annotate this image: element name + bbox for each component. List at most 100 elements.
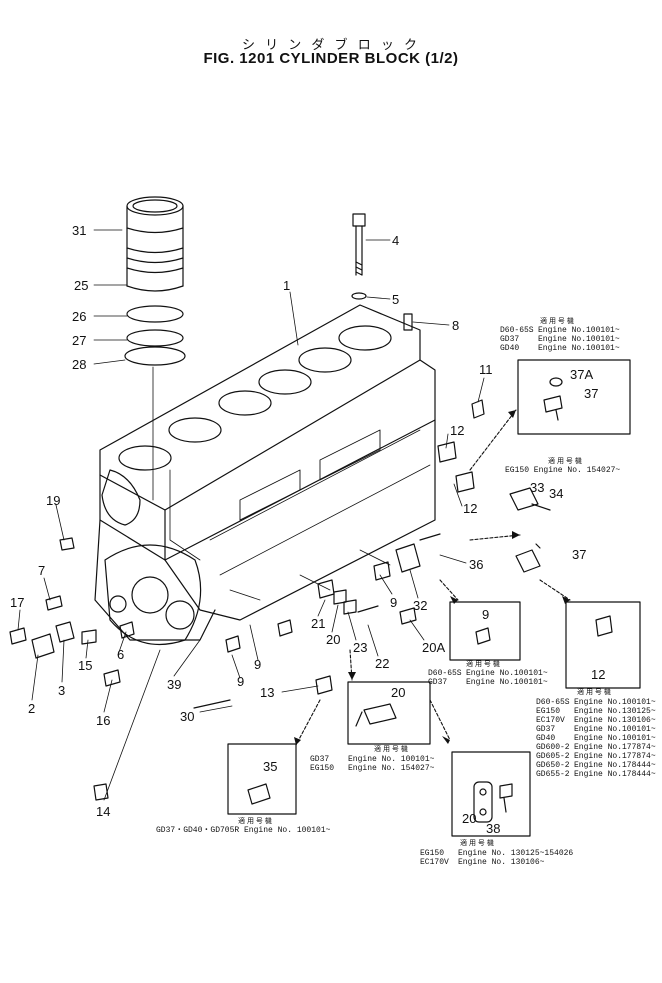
engine-serial: Engine No.130125~ bbox=[574, 707, 656, 716]
callout-label: 39 bbox=[167, 677, 182, 692]
engine-serial: Engine No. 130106~ bbox=[458, 858, 545, 867]
model-name: GD37 bbox=[536, 725, 556, 734]
engine-serial: Engine No.100101~ bbox=[538, 335, 620, 344]
box-38-label-38: 38 bbox=[486, 821, 501, 836]
callout-label: 30 bbox=[180, 709, 195, 724]
arrow-leaders bbox=[295, 409, 571, 746]
engine-serial: Engine No. 100101~ bbox=[348, 755, 435, 764]
model-name: GD650-2 bbox=[536, 761, 570, 770]
applicability-row: GD605-2 Engine No.177874~ bbox=[536, 752, 656, 761]
applicability-row: D60-65S Engine No.100101~ bbox=[428, 669, 548, 678]
callout-label: 13 bbox=[260, 685, 275, 700]
eg150-group-applicability: EG150 Engine No. 154027~ bbox=[505, 466, 621, 475]
engine-serial: Engine No.178444~ bbox=[574, 761, 656, 770]
applicability-row: EC170V Engine No.130106~ bbox=[536, 716, 656, 725]
model-name: GD600-2 bbox=[536, 743, 570, 752]
callout-34: 34 bbox=[549, 486, 564, 501]
arrow-heads bbox=[294, 410, 570, 745]
model-name: D60-65S bbox=[428, 669, 462, 678]
cylinder-block bbox=[94, 304, 436, 646]
callout-label: 11 bbox=[479, 362, 493, 377]
engine-serial: Engine No.100101~ bbox=[466, 678, 548, 687]
box-35-applicability: GD37・GD40・GD705R Engine No. 100101~ bbox=[156, 826, 331, 835]
head-bolt-group bbox=[351, 213, 485, 419]
engine-serial: Engine No.177874~ bbox=[574, 743, 656, 752]
engine-serial: Engine No.100101~ bbox=[466, 669, 548, 678]
callout-label: 12 bbox=[450, 423, 465, 438]
box-9-applicability: D60-65S Engine No.100101~ GD37 Engine No.1… bbox=[428, 669, 548, 687]
box-20-header: 適 用 号 機 bbox=[374, 746, 408, 753]
detail-box-37 bbox=[517, 359, 631, 435]
callout-37: 37 bbox=[584, 386, 599, 401]
callout-label: 25 bbox=[74, 278, 89, 293]
model-name: D60-65S bbox=[500, 326, 534, 335]
callout-33: 33 bbox=[530, 480, 545, 495]
engine-serial: Engine No. 130125~154026 bbox=[458, 849, 574, 858]
callout-label: 9 bbox=[390, 595, 398, 610]
callout-label: 36 bbox=[469, 557, 484, 572]
callout-label: 31 bbox=[72, 223, 87, 238]
detail-box-38 bbox=[451, 751, 531, 837]
eg150-group-header: 適 用 号 機 bbox=[548, 458, 582, 465]
callout-label: 23 bbox=[353, 640, 368, 655]
callout-label: 32 bbox=[413, 598, 428, 613]
callout-label: 28 bbox=[72, 357, 87, 372]
callout-label: 19 bbox=[46, 493, 61, 508]
callout-label: 1 bbox=[283, 278, 291, 293]
callout-label: 3 bbox=[58, 683, 66, 698]
model-name: GD37 bbox=[428, 678, 448, 687]
engine-serial: Engine No.130106~ bbox=[574, 716, 656, 725]
box-38-label-20: 20 bbox=[462, 811, 477, 826]
callout-label: 6 bbox=[117, 647, 125, 662]
model-name: GD40 bbox=[500, 344, 520, 353]
detail-box-9 bbox=[449, 601, 521, 661]
model-name: EC170V bbox=[536, 716, 565, 725]
callout-label: 5 bbox=[392, 292, 400, 307]
callout-label: 21 bbox=[311, 616, 326, 631]
engine-serial: Engine No. 154027~ bbox=[348, 764, 435, 773]
callout-label: 22 bbox=[375, 656, 390, 671]
detail-box-35 bbox=[227, 743, 297, 815]
box-35-header: 適 用 号 機 bbox=[238, 818, 272, 825]
model-name: GD605-2 bbox=[536, 752, 570, 761]
model-name: D60-65S bbox=[536, 698, 570, 707]
applicability-row: GD655-2 Engine No.178444~ bbox=[536, 770, 656, 779]
cylinder-bores bbox=[118, 325, 392, 471]
engine-serial: Engine No.177874~ bbox=[574, 752, 656, 761]
cylinder-liner bbox=[124, 196, 186, 421]
applicability-row: GD40 Engine No.100101~ bbox=[536, 734, 656, 743]
engine-serial: Engine No.178444~ bbox=[574, 770, 656, 779]
box-12-header: 適 用 号 機 bbox=[577, 689, 611, 696]
engine-serial: Engine No.100101~ bbox=[574, 734, 656, 743]
callout-label: 12 bbox=[463, 501, 478, 516]
callout-label: 20 bbox=[326, 632, 341, 647]
callout-label: 17 bbox=[10, 595, 25, 610]
engine-serial: Engine No.100101~ bbox=[574, 725, 656, 734]
applicability-row: GD650-2 Engine No.178444~ bbox=[536, 761, 656, 770]
callout-label: 15 bbox=[78, 658, 93, 673]
model-name: GD40 bbox=[536, 734, 556, 743]
applicability-row: GD37 Engine No.100101~ bbox=[536, 725, 656, 734]
engine-serial: Engine No.100101~ bbox=[574, 698, 656, 707]
figure-title: FIG. 1201 CYLINDER BLOCK (1/2) bbox=[203, 50, 459, 67]
callout-label: 2 bbox=[28, 701, 36, 716]
title-japanese: シ リ ン ダ ブ ロ ッ ク bbox=[242, 38, 420, 53]
applicability-row: GD37 Engine No.100101~ bbox=[428, 678, 548, 687]
box-9-label: 9 bbox=[482, 607, 490, 622]
callout-label: 16 bbox=[96, 713, 111, 728]
model-name: GD655-2 bbox=[536, 770, 570, 779]
small-parts bbox=[9, 441, 475, 801]
box-37-header: 適 用 号 機 bbox=[540, 318, 574, 325]
callout-37a: 37A bbox=[570, 367, 594, 382]
callout-label: 4 bbox=[392, 233, 400, 248]
model-name: EG150 bbox=[536, 707, 561, 716]
applicability-row: EG150 Engine No.130125~ bbox=[536, 707, 656, 716]
callout-label: 8 bbox=[452, 318, 460, 333]
